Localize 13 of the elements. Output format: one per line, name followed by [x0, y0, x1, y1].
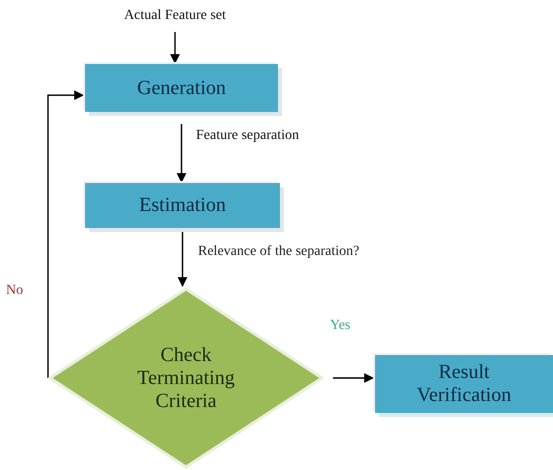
process-box: Estimation — [85, 183, 280, 228]
decision-diamond — [48, 287, 324, 469]
arrow — [178, 230, 188, 287]
arrow — [333, 373, 374, 383]
edge-label: Feature separation — [196, 128, 300, 144]
arrow — [176, 124, 186, 183]
arrow — [47, 90, 84, 378]
input-label: Actual Feature set — [105, 6, 245, 26]
process-box: Generation — [85, 64, 278, 112]
process-box: Result Verification — [375, 355, 553, 413]
arrow — [170, 32, 180, 64]
edge-label: Relevance of the separation? — [198, 244, 360, 260]
decision-text: Check Terminating Criteria — [136, 344, 236, 412]
